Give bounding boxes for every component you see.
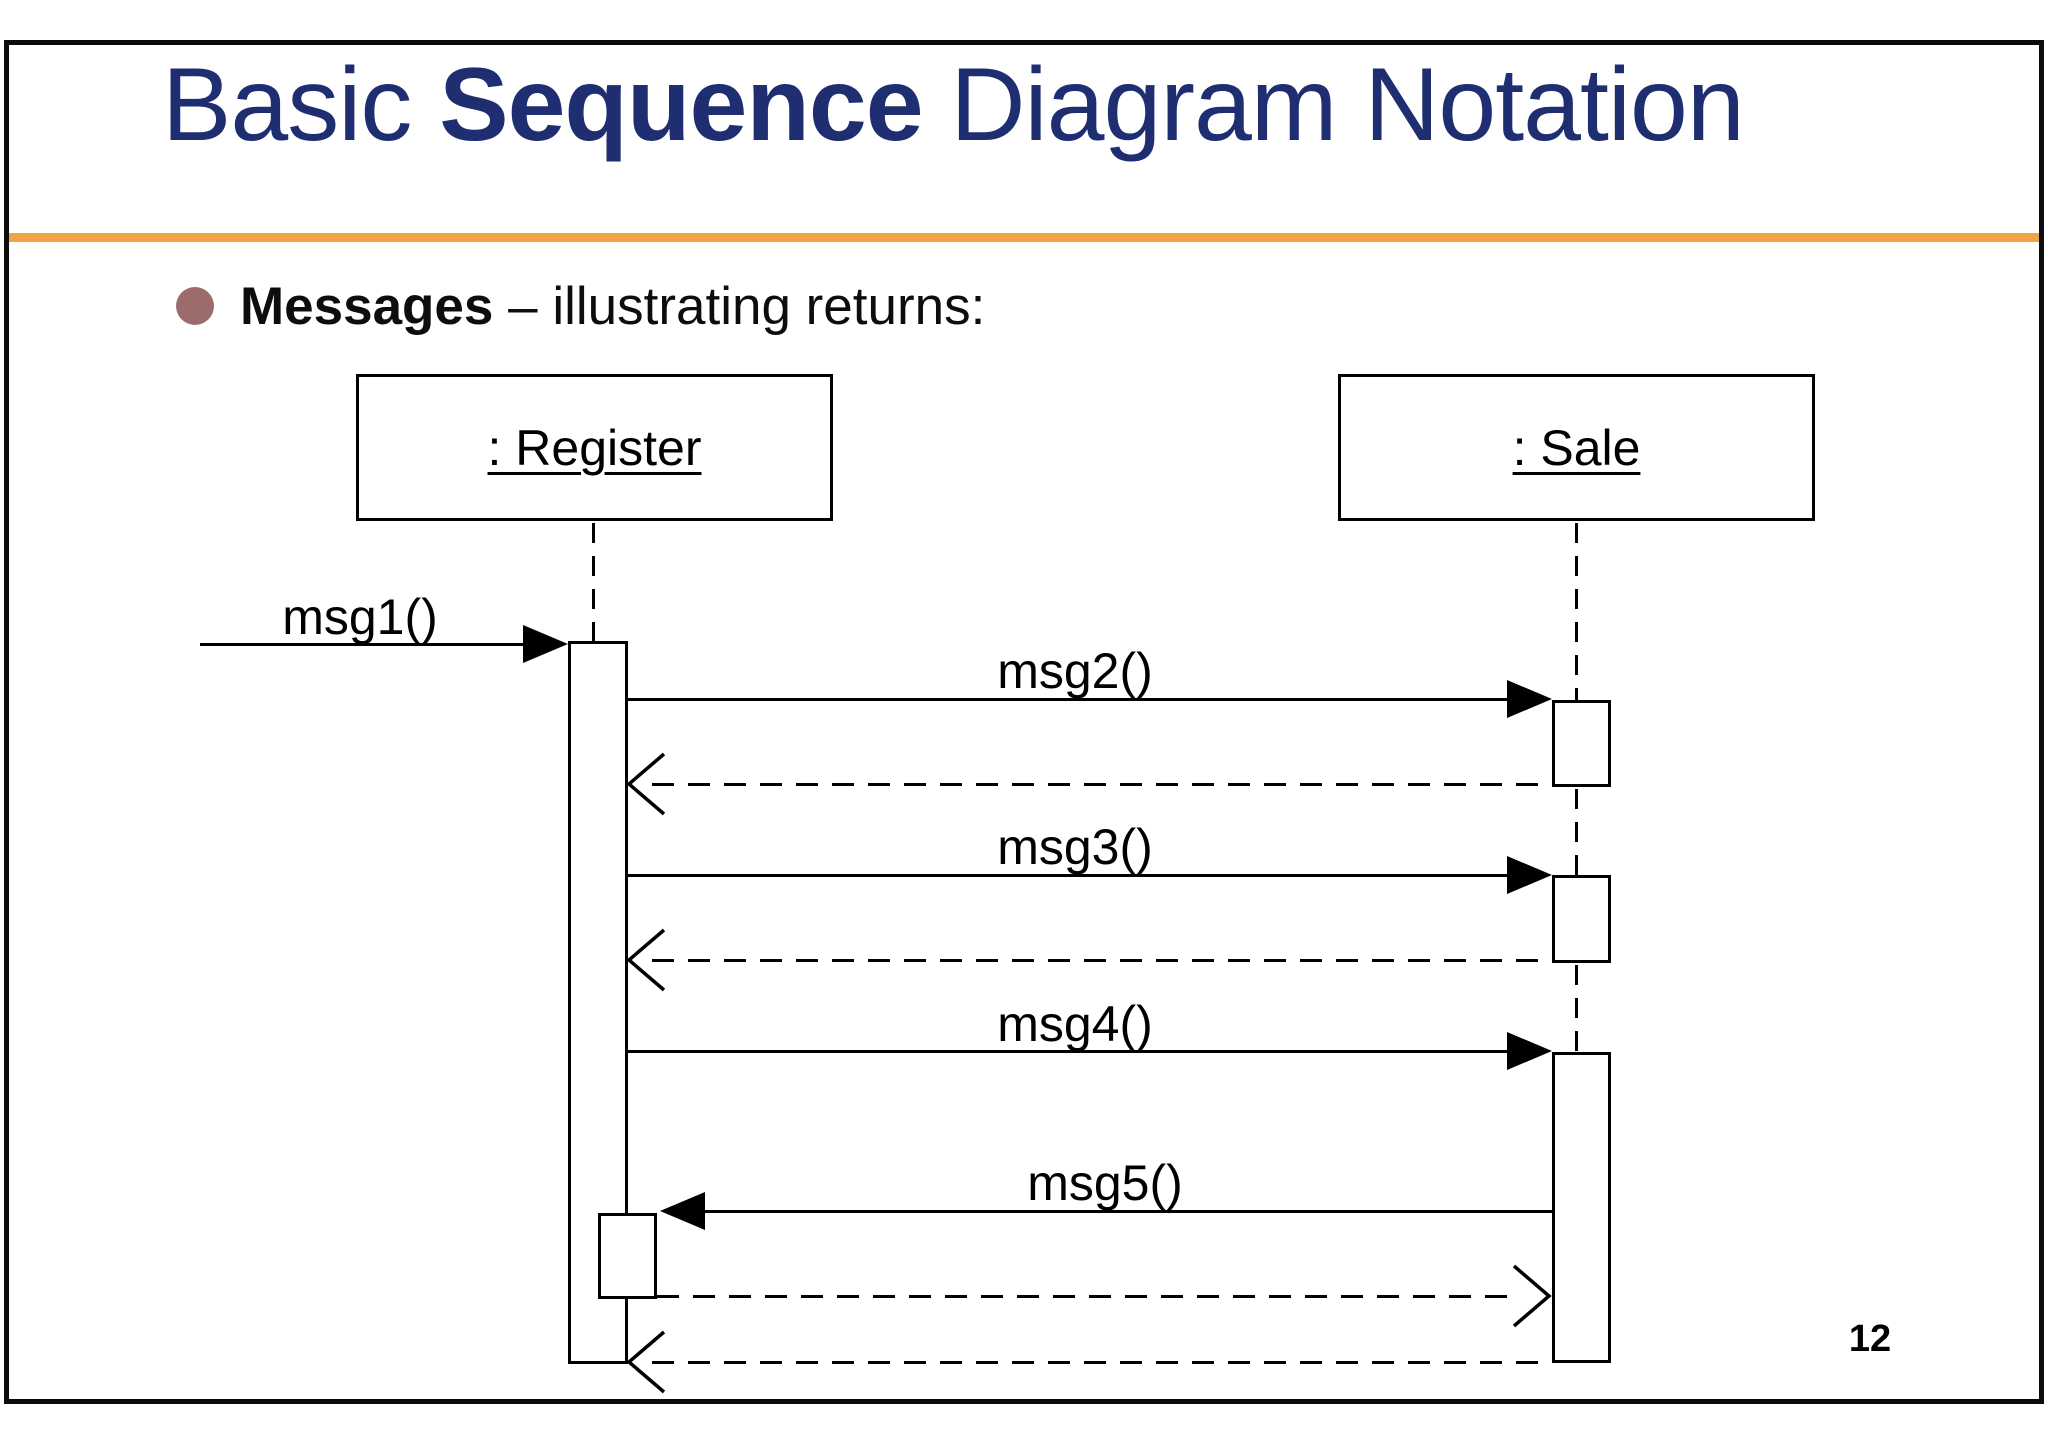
sale-lifeline-segment-3 bbox=[1575, 965, 1578, 1052]
arrowhead-msg5 bbox=[660, 1192, 705, 1230]
lifeline-head-sale: : Sale bbox=[1338, 374, 1815, 521]
message-line-msg2 bbox=[628, 698, 1508, 701]
sale-activation-2 bbox=[1552, 875, 1611, 963]
open-arrowhead-return-msg5 bbox=[1512, 1264, 1552, 1328]
bullet-text-bold: Messages bbox=[240, 277, 494, 336]
arrowhead-msg3 bbox=[1507, 856, 1552, 894]
arrowhead-msg2 bbox=[1507, 680, 1552, 718]
return-line-msg2 bbox=[652, 783, 1552, 786]
title-bold: Sequence bbox=[439, 47, 923, 163]
sale-activation-3 bbox=[1552, 1052, 1611, 1363]
title-pre: Basic bbox=[162, 47, 440, 163]
message-line-msg5 bbox=[703, 1210, 1552, 1213]
lifeline-label-sale: : Sale bbox=[1512, 419, 1641, 476]
open-arrowhead-return-msg3 bbox=[626, 928, 666, 992]
open-arrowhead-return-msg2 bbox=[626, 752, 666, 816]
message-label-msg5: msg5() bbox=[1027, 1155, 1183, 1211]
message-label-msg3: msg3() bbox=[997, 819, 1153, 875]
final-return-line bbox=[652, 1361, 1552, 1364]
message-label-msg4: msg4() bbox=[997, 996, 1153, 1052]
return-line-msg3 bbox=[652, 959, 1552, 962]
arrowhead-msg4 bbox=[1507, 1032, 1552, 1070]
sale-lifeline-segment-2 bbox=[1575, 789, 1578, 875]
page-number: 12 bbox=[1848, 1318, 1892, 1360]
title-accent-rule bbox=[9, 233, 2039, 242]
arrowhead-msg1 bbox=[523, 625, 568, 663]
bullet-icon bbox=[176, 287, 214, 325]
register-activation-nested bbox=[598, 1213, 657, 1299]
sale-activation-1 bbox=[1552, 700, 1611, 787]
bullet-text-rest: – illustrating returns: bbox=[493, 277, 986, 336]
message-line-msg4 bbox=[628, 1050, 1508, 1053]
message-line-msg3 bbox=[628, 874, 1508, 877]
lifeline-label-register: : Register bbox=[487, 419, 702, 476]
lifeline-head-register: : Register bbox=[356, 374, 833, 521]
message-line-msg1 bbox=[200, 643, 523, 646]
return-line-msg5 bbox=[657, 1295, 1515, 1298]
title-post: Diagram Notation bbox=[922, 47, 1744, 163]
sale-lifeline-segment-1 bbox=[1575, 523, 1578, 702]
message-label-msg1: msg1() bbox=[282, 589, 438, 645]
slide-border bbox=[4, 40, 2044, 1404]
bullet-text: Messages – illustrating returns: bbox=[240, 276, 985, 337]
open-arrowhead-final-return bbox=[626, 1330, 666, 1394]
message-label-msg2: msg2() bbox=[997, 643, 1153, 699]
page-title: Basic Sequence Diagram Notation bbox=[162, 42, 1922, 169]
register-lifeline bbox=[592, 523, 595, 643]
